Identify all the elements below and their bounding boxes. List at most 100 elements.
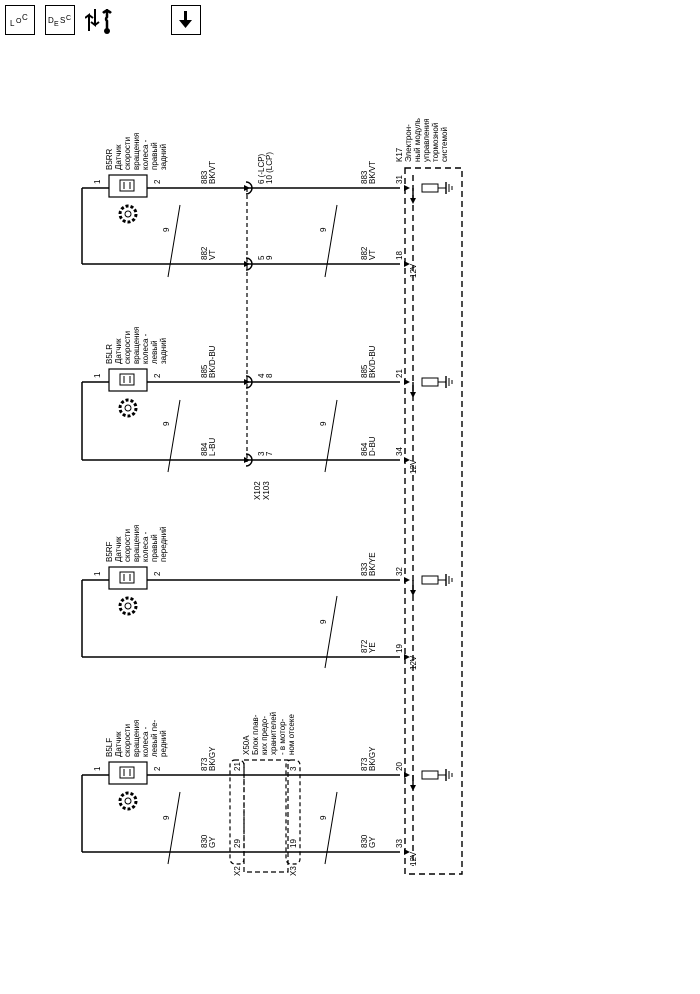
svg-text:4: 4	[257, 373, 266, 378]
svg-text:883: 883	[200, 170, 209, 184]
svg-text:12V: 12V	[409, 851, 418, 866]
svg-text:B5RF: B5RF	[105, 541, 114, 562]
gear-icon	[118, 398, 138, 418]
svg-text:2: 2	[153, 571, 162, 576]
svg-text:21: 21	[395, 369, 404, 378]
svg-text:9: 9	[162, 815, 171, 820]
sensor-b5rr	[81, 174, 453, 278]
svg-text:882: 882	[200, 246, 209, 260]
svg-text:ких предо-: ких предо-	[260, 716, 269, 755]
download-button[interactable]	[171, 5, 201, 35]
svg-text:BK/VT: BK/VT	[368, 161, 377, 184]
desc-button[interactable]: D E S C	[45, 5, 75, 35]
flow-wrench-button[interactable]	[84, 5, 121, 35]
svg-text:2: 2	[153, 179, 162, 184]
svg-text:X3: X3	[289, 866, 298, 876]
svg-text:873: 873	[360, 757, 369, 771]
svg-text:D-BU: D-BU	[368, 436, 377, 456]
svg-text:ном отсеке: ном отсеке	[287, 714, 296, 755]
svg-text:задний: задний	[159, 144, 168, 170]
svg-text:19: 19	[395, 644, 404, 653]
svg-text:12V: 12V	[409, 459, 418, 474]
svg-text:10 (LCP): 10 (LCP)	[265, 152, 274, 184]
svg-text:1: 1	[93, 373, 102, 378]
svg-text:6 (-LCP): 6 (-LCP)	[257, 153, 266, 184]
svg-text:E: E	[54, 21, 59, 28]
svg-text:21: 21	[233, 762, 242, 771]
svg-text:вращения: вращения	[132, 327, 141, 364]
svg-text:872: 872	[360, 639, 369, 653]
svg-text:X2: X2	[233, 866, 242, 876]
svg-text:задний: задний	[159, 338, 168, 364]
svg-text:Электрон-: Электрон-	[404, 124, 413, 162]
b5rr-labels: B5RR Датчик скорости вращения колеса - п…	[93, 133, 418, 278]
svg-text:884: 884	[200, 442, 209, 456]
svg-text:885: 885	[200, 364, 209, 378]
b5lf-labels: B5LF Датчик скорости вращения колеса - л…	[93, 712, 418, 876]
svg-text:вращения: вращения	[132, 133, 141, 170]
connector-jack	[245, 181, 253, 195]
svg-text:управления: управления	[422, 118, 431, 162]
svg-text:12V: 12V	[409, 655, 418, 670]
svg-text:- в мотор-: - в мотор-	[278, 718, 287, 755]
svg-text:L-BU: L-BU	[208, 438, 217, 456]
svg-text:GY: GY	[208, 836, 217, 848]
ground-symbol	[410, 376, 453, 398]
svg-text:7: 7	[265, 451, 274, 456]
svg-text:9: 9	[319, 227, 328, 232]
svg-text:C: C	[22, 13, 28, 22]
desc-icon: D E S C	[48, 15, 71, 28]
svg-text:873: 873	[200, 757, 209, 771]
svg-text:X50A: X50A	[242, 735, 251, 755]
svg-text:9: 9	[265, 255, 274, 260]
svg-text:D: D	[48, 16, 54, 25]
svg-text:скорости: скорости	[123, 529, 132, 562]
svg-text:B5LR: B5LR	[105, 344, 114, 364]
svg-text:BK/D-BU: BK/D-BU	[208, 345, 217, 378]
svg-text:скорости: скорости	[123, 137, 132, 170]
download-arrow-icon	[179, 11, 192, 28]
sensor-b5rf	[81, 566, 453, 669]
svg-text:8: 8	[265, 373, 274, 378]
ground-symbol	[410, 574, 453, 596]
svg-text:2: 2	[153, 766, 162, 771]
svg-text:9: 9	[319, 421, 328, 426]
svg-text:скорости: скорости	[123, 331, 132, 364]
svg-text:правый: правый	[150, 534, 159, 562]
svg-text:VT: VT	[368, 250, 377, 260]
svg-text:830: 830	[360, 834, 369, 848]
svg-text:X102: X102	[253, 481, 262, 500]
gear-icon	[118, 204, 138, 224]
svg-text:K17: K17	[395, 147, 404, 162]
loc-icon: L O C	[10, 13, 28, 28]
svg-text:колеса -: колеса -	[141, 726, 150, 757]
gear-icon	[118, 791, 138, 811]
svg-text:GY: GY	[368, 836, 377, 848]
svg-text:O: O	[16, 18, 22, 25]
svg-text:Датчик: Датчик	[114, 731, 123, 757]
flow-wrench-icon	[84, 9, 112, 34]
svg-text:L: L	[10, 19, 15, 28]
ground-symbol	[410, 769, 453, 791]
svg-text:1: 1	[93, 179, 102, 184]
svg-text:5: 5	[257, 255, 266, 260]
svg-text:колеса -: колеса -	[141, 531, 150, 562]
svg-text:BK/YE: BK/YE	[368, 552, 377, 576]
svg-text:32: 32	[395, 567, 404, 576]
svg-text:9: 9	[162, 227, 171, 232]
svg-text:правый: правый	[150, 142, 159, 170]
svg-text:колеса -: колеса -	[141, 139, 150, 170]
sensor-b5lr	[81, 368, 453, 473]
svg-text:3: 3	[289, 766, 298, 771]
svg-text:20: 20	[395, 762, 404, 771]
svg-text:VT: VT	[208, 250, 217, 260]
svg-text:9: 9	[162, 421, 171, 426]
svg-text:2: 2	[153, 373, 162, 378]
svg-text:левый пе-: левый пе-	[150, 719, 159, 757]
svg-text:Датчик: Датчик	[114, 338, 123, 364]
loc-button[interactable]: L O C	[5, 5, 35, 35]
svg-text:ный модуль: ный модуль	[413, 118, 422, 162]
svg-text:34: 34	[395, 447, 404, 456]
svg-text:830: 830	[200, 834, 209, 848]
